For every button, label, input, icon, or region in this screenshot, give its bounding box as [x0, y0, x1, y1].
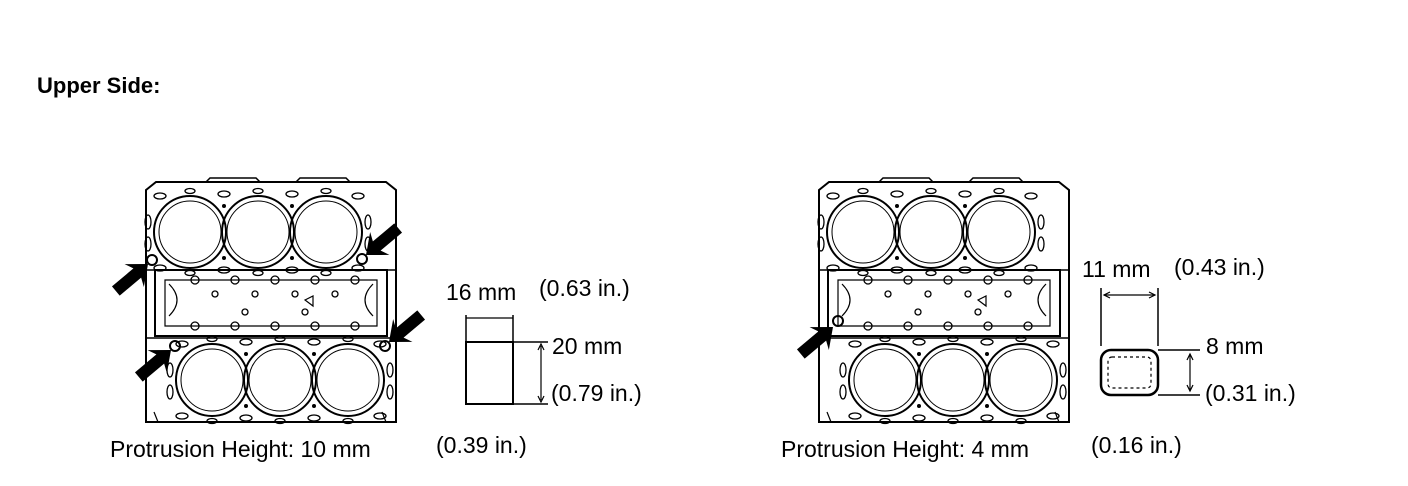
left-caption: Protrusion Height: 10 mm	[110, 436, 371, 462]
right-dowel-detail	[1099, 288, 1200, 397]
pointer-arrow-icon	[356, 216, 408, 267]
left-height-mm: 20 mm	[552, 333, 623, 359]
section-heading: Upper Side:	[37, 73, 161, 98]
pointer-arrow-icon	[791, 315, 843, 366]
left-caption-in: (0.39 in.)	[436, 432, 527, 458]
right-height-in: (0.31 in.)	[1205, 380, 1296, 406]
left-width-mm: 16 mm	[446, 279, 517, 305]
right-gasket-drawing	[818, 178, 1069, 424]
pointer-arrow-icon	[129, 338, 181, 389]
right-height-mm: 8 mm	[1206, 333, 1264, 359]
left-dowel-detail	[465, 315, 548, 405]
right-width-in: (0.43 in.)	[1174, 254, 1265, 280]
right-width-mm: 11 mm	[1082, 256, 1151, 282]
pointer-arrow-icon	[106, 252, 158, 303]
right-caption-in: (0.16 in.)	[1091, 432, 1182, 458]
left-width-in: (0.63 in.)	[539, 275, 630, 301]
right-caption: Protrusion Height: 4 mm	[781, 436, 1029, 462]
left-height-in: (0.79 in.)	[551, 380, 642, 406]
left-gasket-drawing	[145, 178, 396, 424]
